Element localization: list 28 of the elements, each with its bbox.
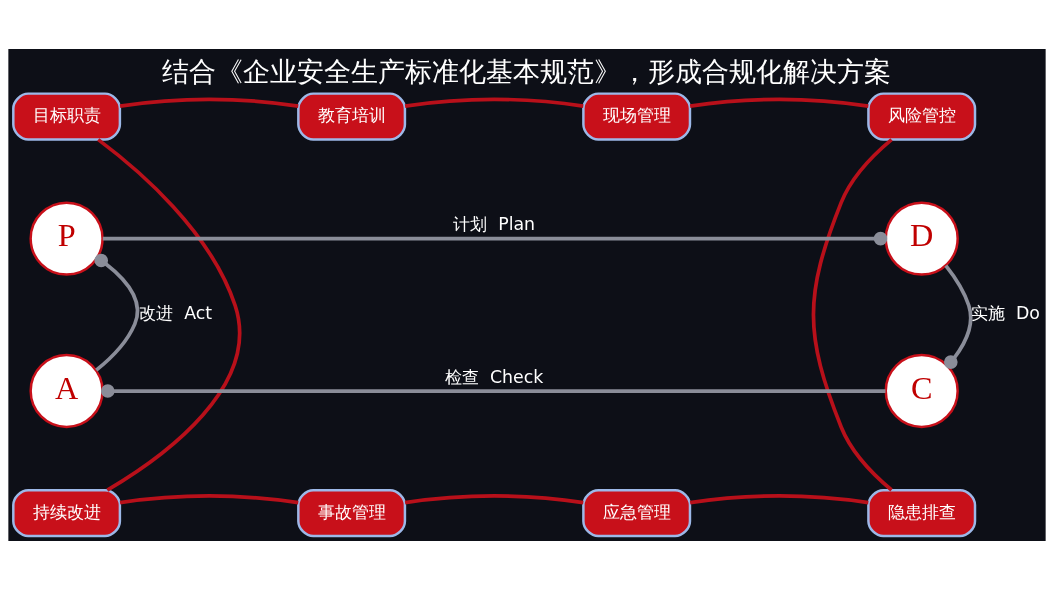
node-box: 风险管控 <box>867 92 977 141</box>
connector <box>119 97 299 108</box>
connector <box>404 494 584 505</box>
connector <box>404 97 584 108</box>
node-box: 目标职责 <box>12 92 122 141</box>
node-circle: D <box>884 201 959 276</box>
connector <box>811 138 893 492</box>
edge-label: 检查 Check <box>444 366 544 387</box>
node-box: 应急管理 <box>582 488 692 538</box>
connector <box>689 494 869 505</box>
connector <box>689 97 869 108</box>
node-circle: P <box>29 201 104 276</box>
node-box: 持续改进 <box>12 488 122 538</box>
connector <box>97 138 242 492</box>
node-box: 隐患排查 <box>867 488 977 538</box>
connector <box>944 264 973 369</box>
connector <box>102 231 888 246</box>
diagram-title: 结合《企业安全生产标准化基本规范》，形成合规化解决方案 <box>162 55 892 87</box>
connector <box>119 494 299 505</box>
edge-label: 计划 Plan <box>453 214 536 235</box>
node-box: 事故管理 <box>297 488 407 538</box>
connector <box>100 384 886 398</box>
node-box: 教育培训 <box>297 92 407 141</box>
node-box: 现场管理 <box>582 92 692 141</box>
connector <box>94 253 140 372</box>
edge-label: 实施 Do <box>970 303 1040 324</box>
edge-label: 改进 Act <box>139 303 213 324</box>
node-circle: A <box>29 353 104 429</box>
